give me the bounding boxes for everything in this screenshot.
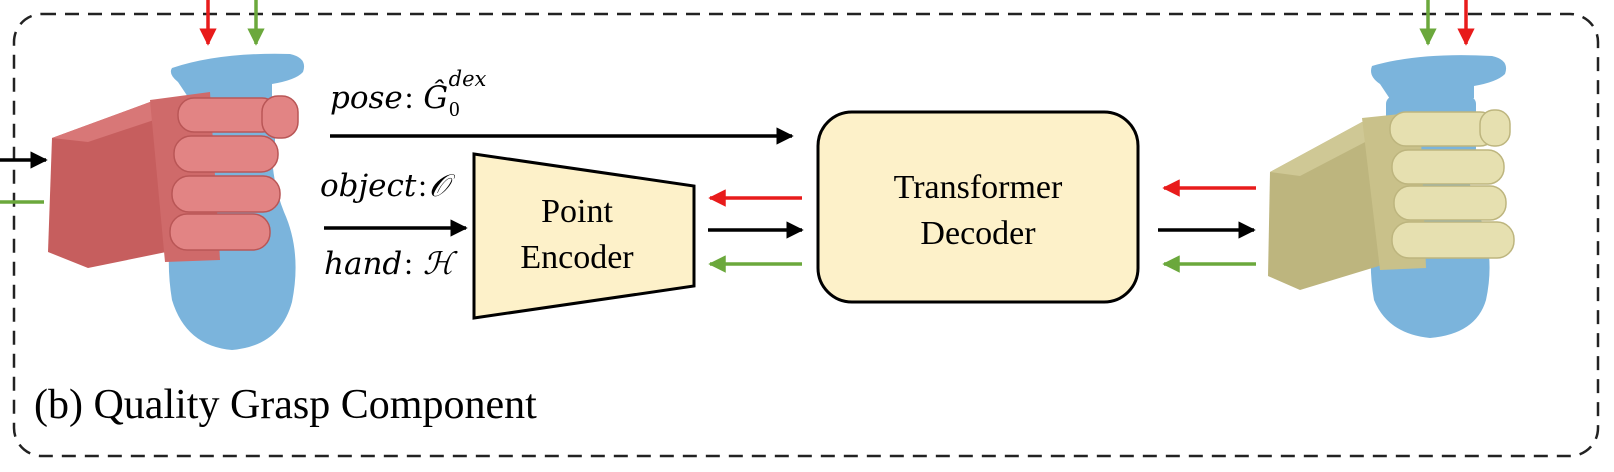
pose-label: pose:Ĝ0dex <box>330 67 487 121</box>
hand-label: hand:ℋ <box>324 246 458 282</box>
object-label: object:𝒪 <box>320 168 456 204</box>
point-encoder-label-line1: Point <box>541 193 613 230</box>
dashed-frame <box>12 12 1600 458</box>
transformer-decoder-block <box>816 110 1140 304</box>
point-encoder-label-line2: Encoder <box>520 239 634 276</box>
left-hand-object-illustration <box>48 53 305 350</box>
transformer-decoder-label-line2: Decoder <box>920 215 1036 252</box>
component-title: (b) Quality Grasp Component <box>34 382 537 428</box>
transformer-decoder-label-line1: Transformer <box>894 169 1063 206</box>
point-encoder-block <box>472 152 696 320</box>
right-hand-object-illustration <box>1268 55 1515 338</box>
right-yellow-hand-illustration <box>1268 109 1515 290</box>
left-red-hand-illustration <box>48 92 299 268</box>
